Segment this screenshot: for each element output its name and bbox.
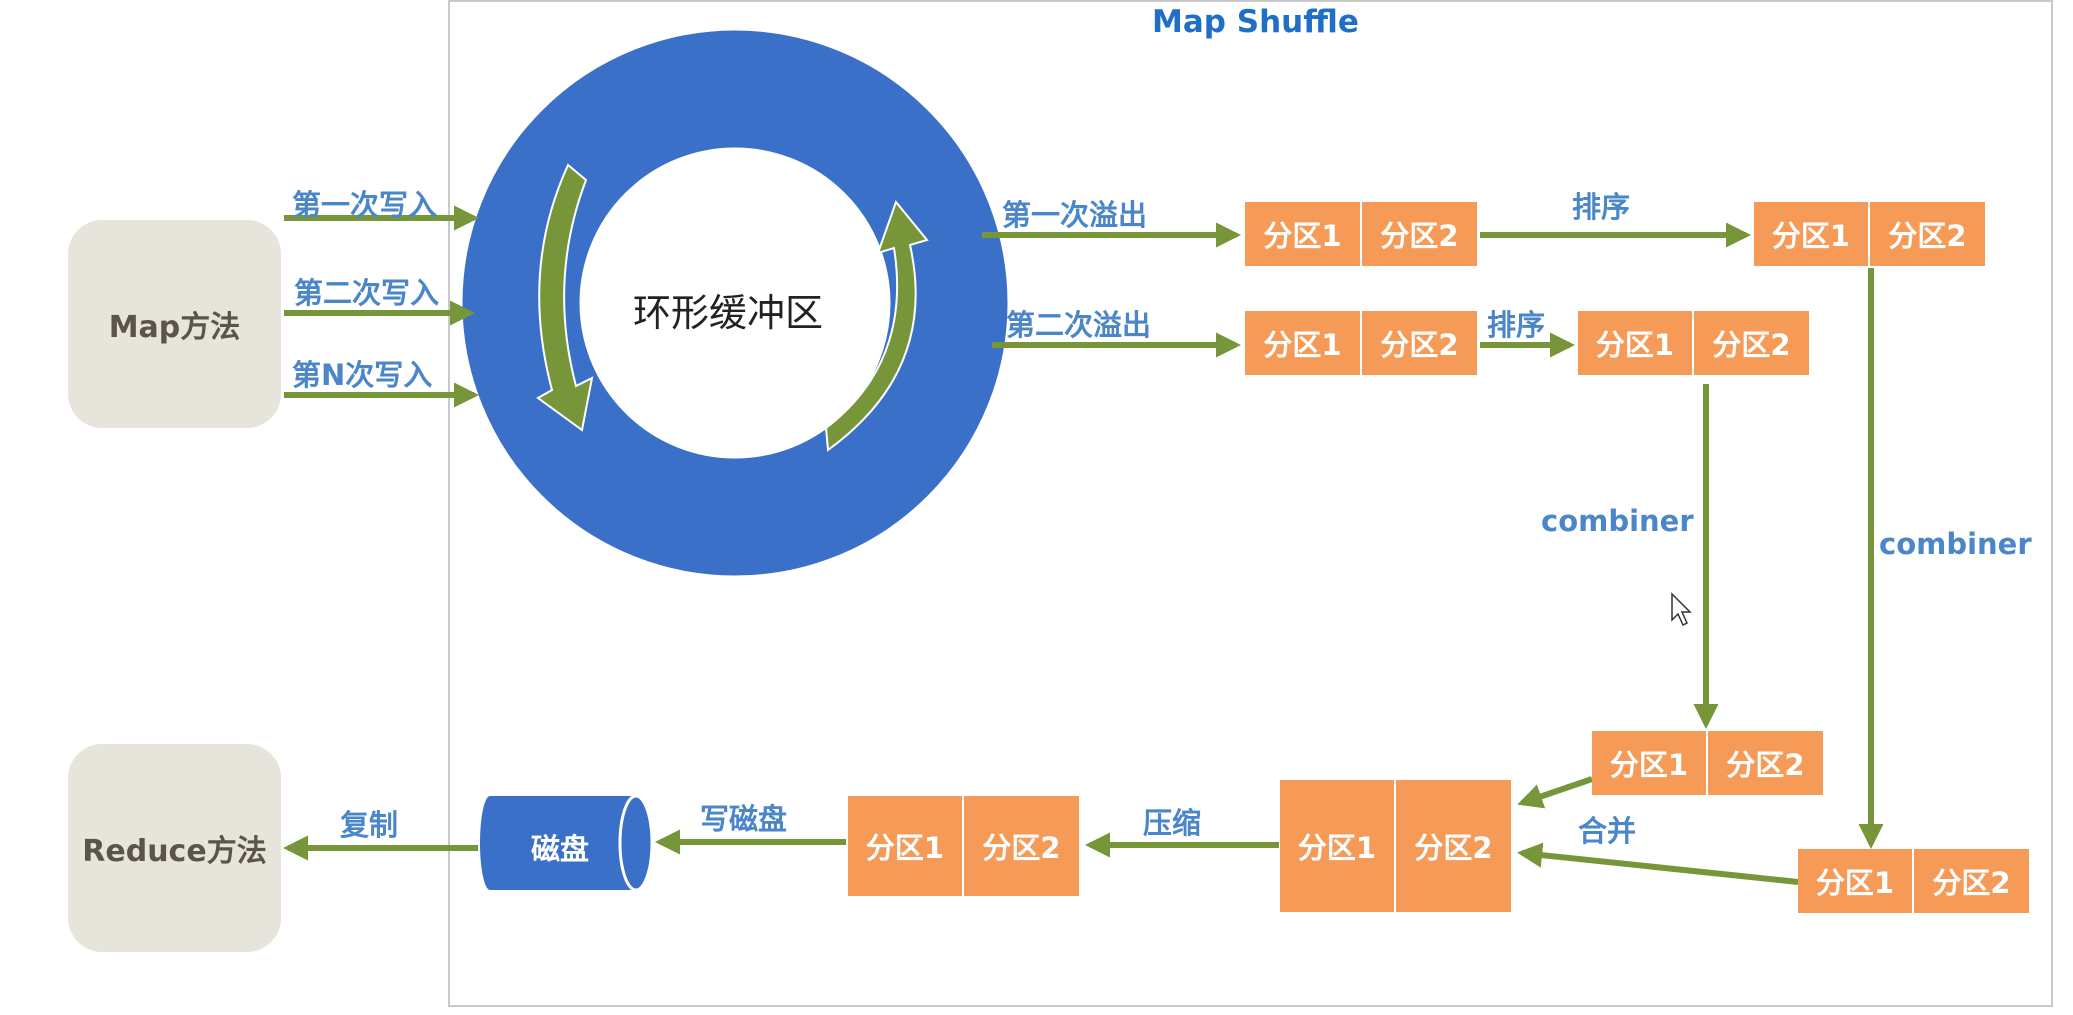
partition-cell-2: 分区2 — [1692, 311, 1809, 375]
spill-label-2: 第二次溢出 — [1006, 308, 1152, 342]
merge-label: 合并 — [1578, 814, 1637, 848]
map-shuffle-frame — [448, 0, 2053, 1007]
combiner-label-1: combiner — [1541, 504, 1694, 538]
partition-block-combined-1: 分区1 分区2 — [1592, 731, 1823, 795]
disk-label: 磁盘 — [531, 832, 590, 866]
diagram-title: Map Shuffle — [1152, 4, 1359, 40]
disk-cylinder-icon — [480, 794, 654, 892]
ring-buffer-label: 环形缓冲区 — [633, 291, 824, 335]
ring-buffer — [462, 30, 1008, 576]
copy-label: 复制 — [340, 808, 399, 842]
partition-cell-1: 分区1 — [1798, 849, 1912, 913]
partition-block-compressed: 分区1 分区2 — [848, 796, 1079, 896]
partition-block-sorted-2: 分区1 分区2 — [1578, 311, 1809, 375]
write-label-2: 第二次写入 — [294, 276, 440, 310]
compress-label: 压缩 — [1143, 806, 1202, 840]
combiner-label-2: combiner — [1879, 527, 2032, 561]
partition-block-merged: 分区1 分区2 — [1280, 780, 1511, 912]
spill-label-1: 第一次溢出 — [1002, 198, 1148, 232]
partition-block-combined-2: 分区1 分区2 — [1798, 849, 2029, 913]
partition-block-sorted-1: 分区1 分区2 — [1754, 202, 1985, 266]
partition-cell-2: 分区2 — [1360, 202, 1477, 266]
sort-label-2: 排序 — [1487, 308, 1546, 342]
partition-cell-1: 分区1 — [1754, 202, 1868, 266]
write-label-n: 第N次写入 — [292, 358, 433, 392]
partition-cell-1: 分区1 — [1578, 311, 1692, 375]
partition-cell-2: 分区2 — [1394, 780, 1511, 912]
partition-cell-2: 分区2 — [1868, 202, 1985, 266]
partition-cell-2: 分区2 — [1706, 731, 1823, 795]
partition-cell-2: 分区2 — [1912, 849, 2029, 913]
partition-block-spill-2: 分区1 分区2 — [1245, 311, 1477, 375]
partition-cell-1: 分区1 — [1245, 311, 1360, 375]
partition-cell-1: 分区1 — [1592, 731, 1706, 795]
partition-cell-1: 分区1 — [848, 796, 962, 896]
partition-block-spill-1: 分区1 分区2 — [1245, 202, 1477, 266]
ring-arrow-left-icon — [536, 163, 594, 432]
write-label-1: 第一次写入 — [292, 188, 438, 222]
partition-cell-2: 分区2 — [962, 796, 1079, 896]
partition-cell-1: 分区1 — [1245, 202, 1360, 266]
sort-label-1: 排序 — [1572, 190, 1631, 224]
write-disk-label: 写磁盘 — [700, 802, 788, 836]
partition-cell-1: 分区1 — [1280, 780, 1394, 912]
ring-arrow-right-icon — [824, 199, 929, 452]
map-method-box: Map方法 — [68, 220, 281, 428]
merge-arrow-1 — [1517, 776, 1593, 809]
partition-cell-2: 分区2 — [1360, 311, 1477, 375]
merge-arrow-2 — [1516, 842, 1799, 885]
reduce-method-box: Reduce方法 — [68, 744, 281, 952]
